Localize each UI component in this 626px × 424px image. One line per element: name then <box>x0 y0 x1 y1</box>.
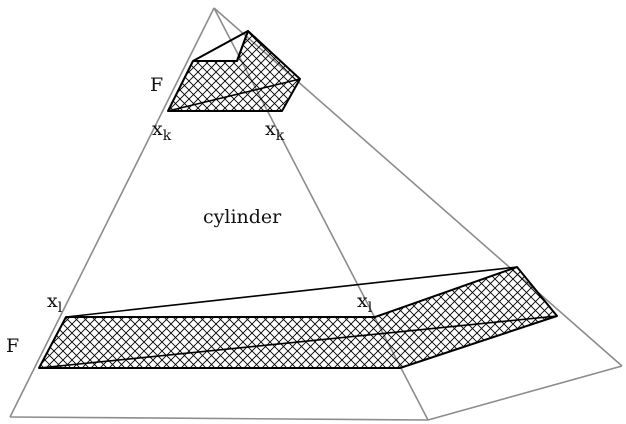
vertex-label-bottom-right: xl <box>357 290 373 316</box>
vertex-label-bottom-left: xl <box>47 290 63 316</box>
vertex-label-top-left: xk <box>152 118 172 144</box>
vertex-label-top-right: xk <box>265 118 285 144</box>
top-prism-edges <box>192 30 249 62</box>
cylinder-label: cylinder <box>203 206 282 228</box>
bottom-inner-edge <box>38 315 558 369</box>
face-label-top: F <box>150 74 163 96</box>
pyramid-base <box>9 365 623 421</box>
face-label-bottom: F <box>6 335 19 357</box>
pyramid-edge-left <box>9 7 215 418</box>
top-inner-edge <box>167 78 301 112</box>
top-cross-section <box>167 30 301 112</box>
bottom-cross-section <box>38 266 558 369</box>
bottom-face-hatched <box>38 266 558 369</box>
bottom-prism-edge <box>65 266 518 318</box>
top-face-hatched <box>167 30 301 112</box>
